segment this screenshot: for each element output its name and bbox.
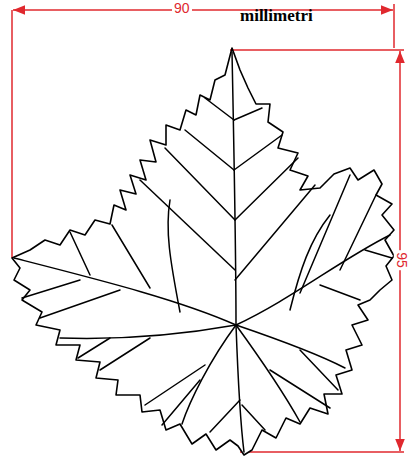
leaf-veins: [14, 52, 392, 452]
dimension-value: 90: [172, 0, 192, 16]
dimension-value: 95: [394, 250, 410, 270]
leaf-outline: [12, 48, 394, 455]
unit-label: millimetri: [240, 6, 313, 26]
